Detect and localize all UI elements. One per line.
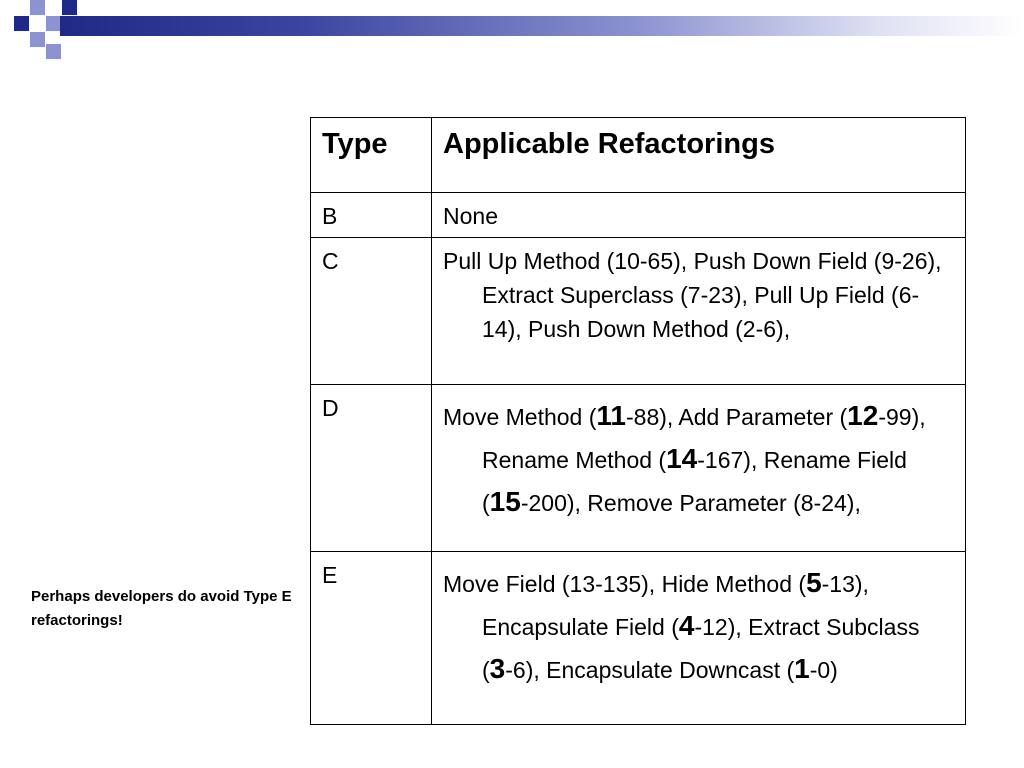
table-row: D Move Method (11-88), Add Parameter (12… <box>310 384 966 552</box>
corner-square-4 <box>30 32 45 47</box>
refactorings-text: Move Method (11-88), Add Parameter (12-9… <box>432 385 965 524</box>
header-refactorings-cell: Applicable Refactorings <box>431 117 966 193</box>
corner-square-6 <box>46 44 61 59</box>
table-row: B None <box>310 192 966 238</box>
side-note: Perhaps developers do avoid Type E refac… <box>31 588 292 629</box>
text-segment: -99), Rename Method ( <box>482 404 926 473</box>
header-type-label: Type <box>322 128 388 160</box>
text-segment: None <box>443 203 498 229</box>
refactorings-cell: None <box>431 192 966 238</box>
refactorings-text: Move Field (13-135), Hide Method (5-13),… <box>432 552 965 691</box>
text-segment: -88), Add Parameter ( <box>626 404 848 430</box>
refactorings-cell: Pull Up Method (10-65), Push Down Field … <box>431 237 966 385</box>
refactoring-table: Type Applicable Refactorings B None C Pu… <box>310 117 966 725</box>
type-cell: C <box>310 237 432 385</box>
count-emphasis: 1 <box>794 653 810 684</box>
count-emphasis: 12 <box>847 400 879 431</box>
refactorings-text: None <box>432 193 965 237</box>
count-emphasis: 4 <box>678 610 695 641</box>
type-cell: E <box>310 551 432 725</box>
refactorings-cell: Move Method (11-88), Add Parameter (12-9… <box>431 384 966 552</box>
corner-square-2 <box>30 0 45 15</box>
header-gradient-bar <box>60 16 1024 36</box>
type-label: D <box>322 395 339 421</box>
header-type-cell: Type <box>310 117 432 193</box>
text-segment: Move Method ( <box>443 404 597 430</box>
count-emphasis: 14 <box>666 443 698 474</box>
text-segment: -6), Encapsulate Downcast ( <box>505 657 795 683</box>
refactorings-text: Pull Up Method (10-65), Push Down Field … <box>432 238 965 350</box>
header-refactorings-label: Applicable Refactorings <box>443 128 775 160</box>
type-cell: D <box>310 384 432 552</box>
corner-square-5 <box>62 0 77 15</box>
text-segment: -13), Encapsulate Field ( <box>482 571 869 640</box>
text-segment: -0) <box>809 657 838 683</box>
text-segment: -167), Rename Field ( <box>482 447 907 516</box>
table-row: E Move Field (13-135), Hide Method (5-13… <box>310 551 966 725</box>
type-label: B <box>322 203 338 229</box>
text-segment: -200), Remove Parameter (8-24), <box>520 490 861 516</box>
count-emphasis: 5 <box>806 567 822 598</box>
count-emphasis: 3 <box>489 653 506 684</box>
corner-square-1 <box>14 16 29 31</box>
text-segment: -12), Extract Subclass ( <box>482 614 920 683</box>
text-segment: Move Field (13-135), Hide Method ( <box>443 571 807 597</box>
count-emphasis: 15 <box>489 486 521 517</box>
type-label: E <box>322 562 338 588</box>
table-header-row: Type Applicable Refactorings <box>310 117 966 193</box>
refactorings-cell: Move Field (13-135), Hide Method (5-13),… <box>431 551 966 725</box>
count-emphasis: 11 <box>596 400 627 431</box>
text-segment: Pull Up Method (10-65), Push Down Field … <box>443 248 942 342</box>
table-row: C Pull Up Method (10-65), Push Down Fiel… <box>310 237 966 385</box>
type-cell: B <box>310 192 432 238</box>
corner-square-3 <box>46 16 61 31</box>
type-label: C <box>322 248 339 274</box>
